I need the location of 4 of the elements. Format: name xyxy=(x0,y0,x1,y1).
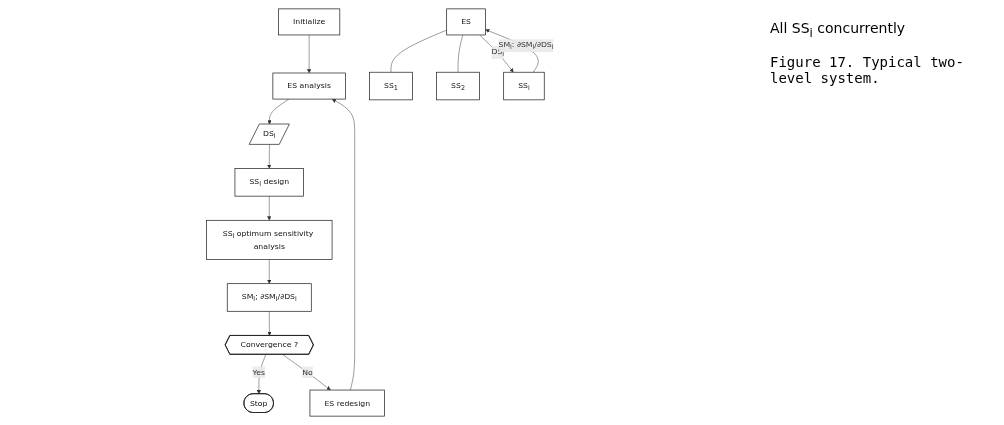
annotation-text: All SS$_{i}$ concurrently xyxy=(770,20,907,40)
connector xyxy=(457,34,463,73)
connector xyxy=(390,29,447,73)
figure-caption: Figure 17. Typical two-level system. xyxy=(770,53,965,86)
